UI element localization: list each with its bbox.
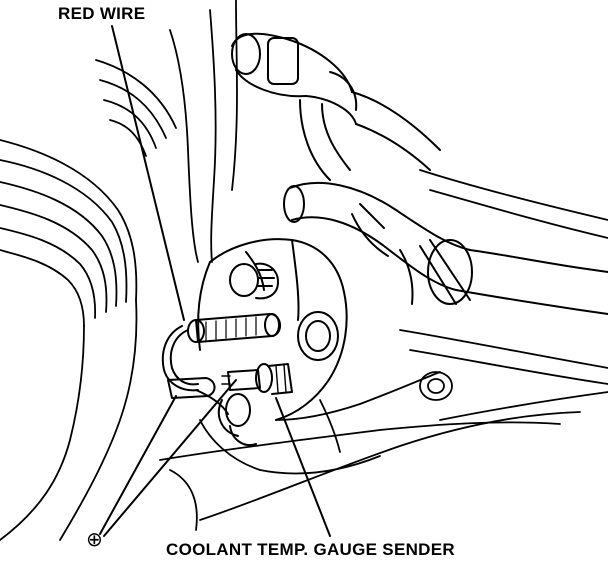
red-wire-loop (163, 326, 198, 390)
wire-connector-cylinder (188, 314, 280, 342)
lower-body-lines (160, 372, 580, 530)
ground-leader-1 (100, 396, 176, 534)
coolant-sender-label: COOLANT TEMP. GAUGE SENDER (166, 540, 455, 559)
radiator-shroud-lines (0, 140, 136, 540)
ground-symbol-label: ⊕ (86, 529, 103, 551)
lower-radiator-hose (284, 183, 608, 314)
sender-leader (276, 398, 330, 536)
red-wire-leader (112, 26, 184, 320)
frame-rails (400, 170, 608, 420)
callout-leaders (100, 26, 330, 536)
temp-gauge-sender (222, 364, 292, 394)
thermostat-housing (198, 239, 347, 420)
ground-leader-2 (104, 380, 236, 536)
upper-left-curves (96, 0, 237, 262)
upper-hose-assembly (232, 34, 440, 180)
red-wire-label: RED WIRE (58, 4, 146, 23)
ground-terminal (168, 378, 256, 445)
housing-bolt (230, 264, 278, 299)
